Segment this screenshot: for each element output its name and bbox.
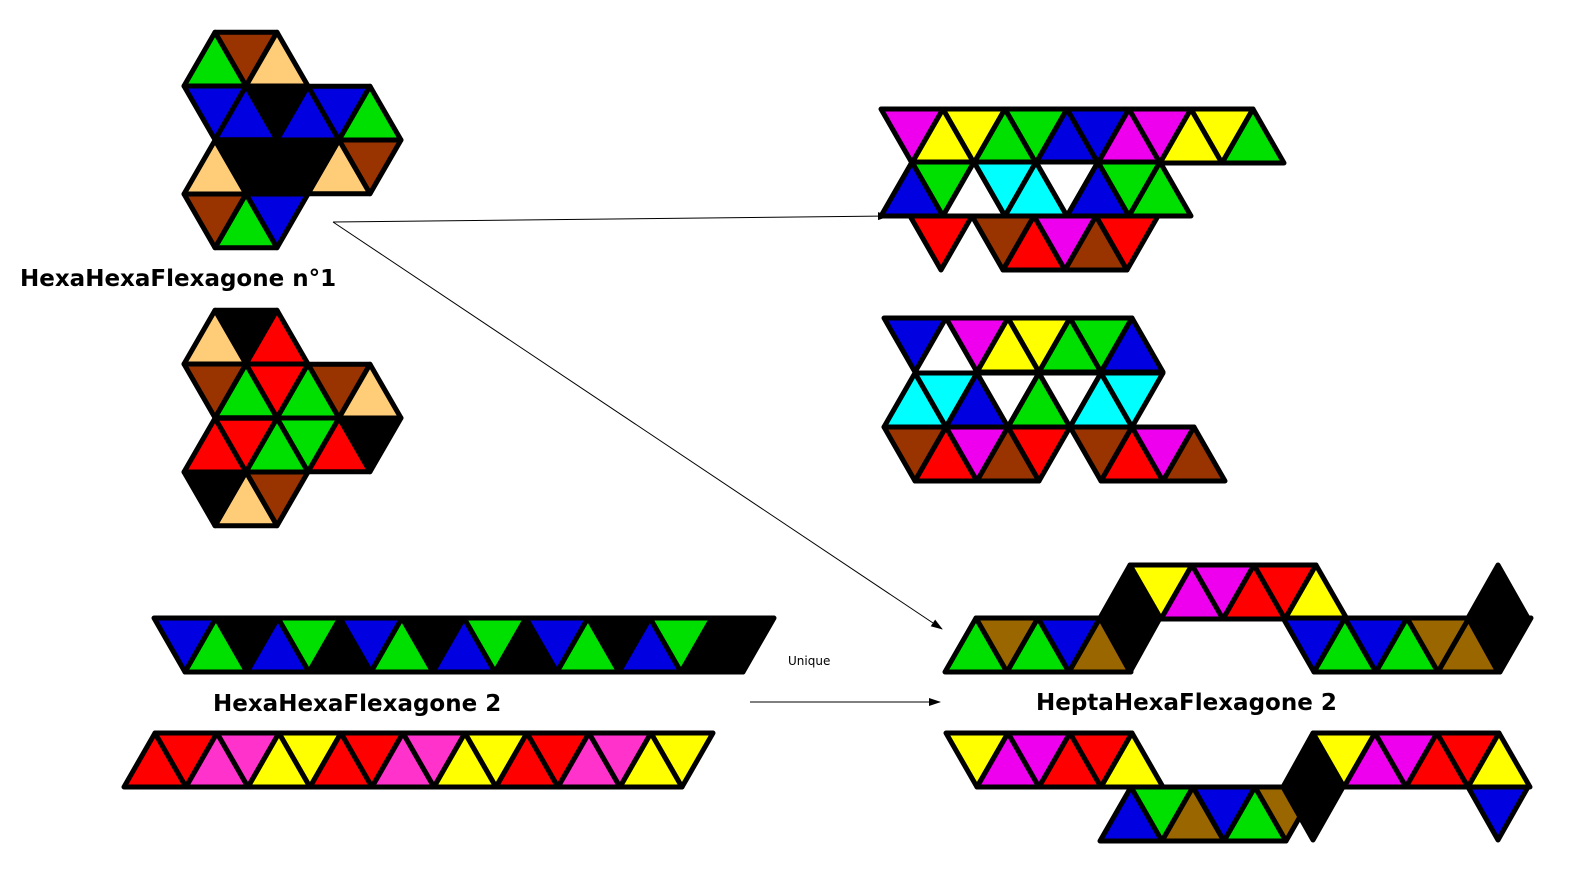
hexa2-top-strip-triangle <box>709 615 777 675</box>
hepta-black <box>1465 615 1531 675</box>
hepta-black <box>1280 784 1346 843</box>
net2-row1-triangle <box>881 315 949 375</box>
hexa-n1-right-triangle <box>274 83 342 143</box>
arrow-to-heptahexa <box>332 221 943 630</box>
arrow-layer <box>332 212 943 706</box>
hexa-n1b-top-triangle <box>181 307 249 367</box>
net2-row3-triangle <box>1160 424 1228 484</box>
heptahexaflexagone-2-title: HeptaHexaFlexagone 2 <box>1036 690 1337 716</box>
hexa2-bottom-strip-triangle <box>648 730 716 790</box>
triangle-layer <box>121 29 1534 844</box>
net2-row3-triangle <box>1005 424 1073 484</box>
arrow-to-top-net <box>332 212 890 223</box>
net2-row2-triangle <box>1098 370 1166 430</box>
hexa-n1b-right-triangle <box>274 361 342 421</box>
hepta-bottom-tip-triangle <box>1465 784 1531 843</box>
hexa-n1b-bottom-triangle <box>181 415 249 475</box>
net1-row1-triangle <box>1219 106 1287 166</box>
hepta-black <box>1465 562 1531 621</box>
hexa-n1-top-triangle <box>181 29 249 89</box>
hexahexaflexagone-2-title: HexaHexaFlexagone 2 <box>213 691 502 717</box>
net1-row3-triangle <box>1093 213 1161 273</box>
hexa-n1-bottom-triangle <box>181 137 249 197</box>
unique-arrow-label: Unique <box>788 654 831 668</box>
hexahexaflexagone-n1-title: HexaHexaFlexagone n°1 <box>20 266 337 292</box>
net1-row3-triangle <box>907 213 975 273</box>
hepta-black <box>1097 615 1163 675</box>
